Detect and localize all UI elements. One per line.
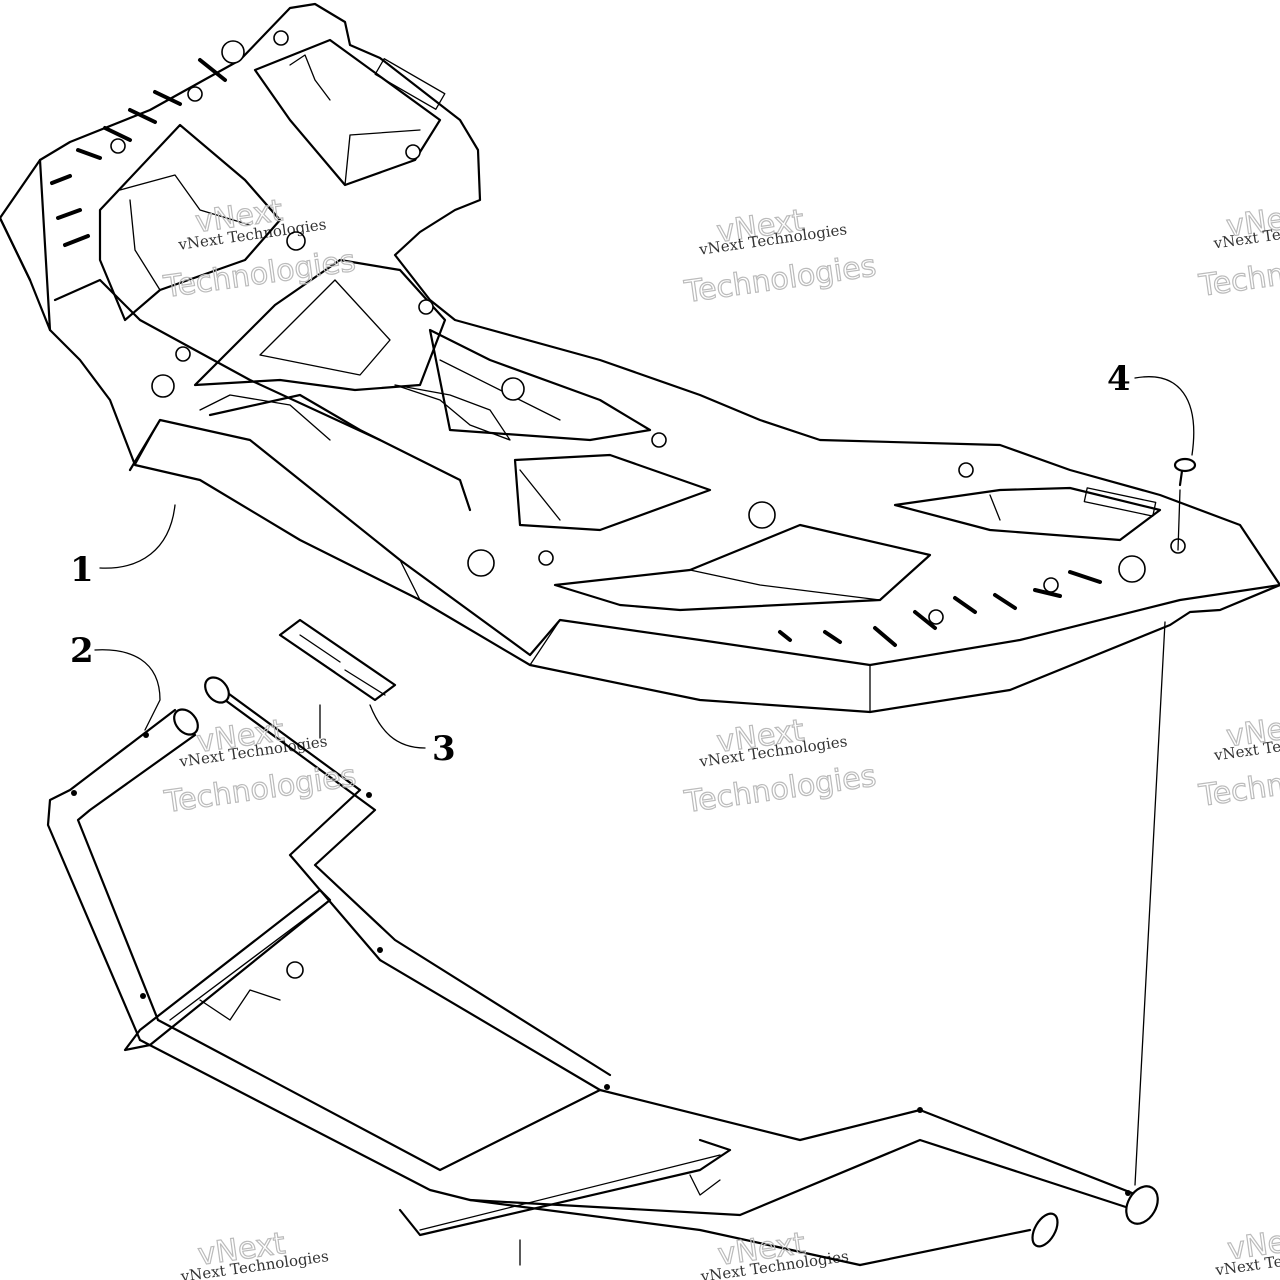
watermark-5: vNext vNext Technologies Technologies: [681, 713, 879, 821]
leader-lines: [94, 376, 1195, 1186]
warning-decal: [278, 618, 397, 702]
fastener: [1173, 457, 1197, 487]
callout-4: 4: [1107, 359, 1131, 399]
watermark-9: vNext vNext Technologies: [1213, 1220, 1280, 1280]
watermark-3: vNext vNext Technologies Technologies: [1196, 197, 1280, 305]
rack-frame: [46, 676, 1159, 1267]
watermark-7: vNext vNext Technologies: [179, 1225, 330, 1280]
svg-text:Technologies: Technologies: [1196, 242, 1280, 304]
watermark-2: vNext vNext Technologies Technologies: [681, 203, 879, 311]
watermark-6: vNext vNext Technologies Technologies: [1196, 707, 1280, 815]
watermark-8: vNext vNext Technologies: [699, 1225, 850, 1280]
rear-rack: [0, 2, 1280, 714]
callout-3: 3: [432, 729, 456, 769]
callout-2: 2: [70, 631, 94, 671]
svg-text:Technologies: Technologies: [682, 249, 879, 311]
callout-1: 1: [70, 550, 94, 590]
svg-text:Technologies: Technologies: [1196, 752, 1280, 814]
